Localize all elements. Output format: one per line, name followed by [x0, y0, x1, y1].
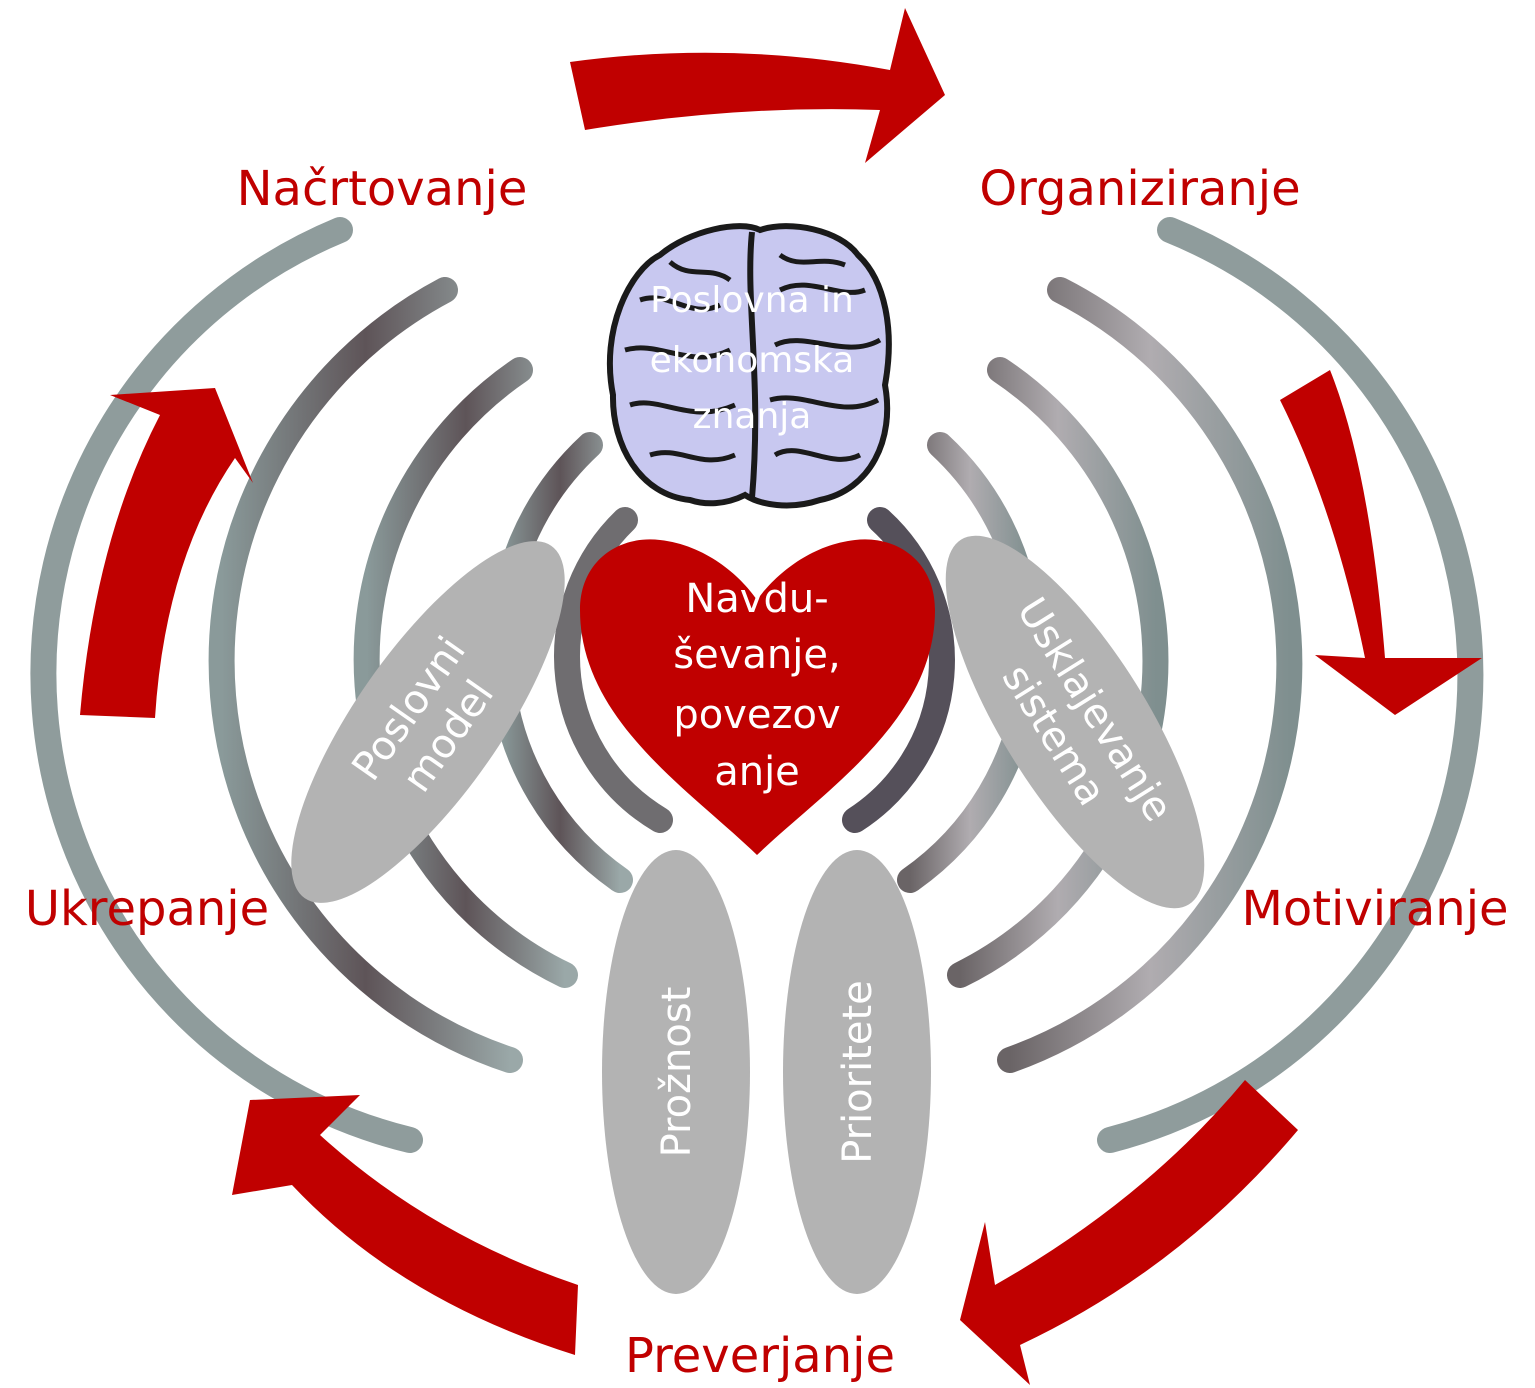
heart-label-line1: Navdu-	[685, 576, 828, 622]
arrow-left	[80, 388, 253, 718]
label-acting: Ukrepanje	[25, 881, 269, 937]
arc-left-1	[30, 217, 423, 1153]
heart-label-line4: anje	[714, 749, 800, 795]
arc-right-2	[997, 277, 1303, 1073]
cycle-arrows	[80, 8, 1482, 1385]
brain-icon	[606, 223, 892, 509]
label-motivating: Motiviranje	[1241, 881, 1508, 937]
priorities-label: Prioritete	[835, 980, 881, 1164]
arrow-bottom-right	[960, 1080, 1298, 1385]
heart-shape	[580, 539, 935, 855]
ellipse-flexibility: Prožnost	[602, 850, 750, 1294]
brain-label-line3: znanja	[693, 396, 812, 437]
arc-right-3	[947, 357, 1169, 988]
flexibility-label: Prožnost	[654, 987, 700, 1158]
label-organizing: Organiziranje	[979, 161, 1300, 217]
heart-label-line3: povezov	[673, 692, 840, 738]
brain-label-line1: Poslovna in	[650, 280, 854, 321]
arc-left-2	[208, 277, 523, 1073]
label-planning: Načrtovanje	[237, 161, 528, 217]
arc-left-5	[554, 507, 673, 833]
heart-label-line2: ševanje,	[673, 632, 840, 678]
label-checking: Preverjanje	[625, 1328, 895, 1384]
ellipse-priorities: Prioritete	[783, 850, 931, 1294]
arrow-bottom-left	[232, 1095, 578, 1355]
arrow-right	[1280, 370, 1482, 715]
brain-label-line2: ekonomska	[650, 340, 855, 381]
arc-right-1	[1097, 217, 1484, 1153]
arrow-top	[570, 8, 945, 163]
